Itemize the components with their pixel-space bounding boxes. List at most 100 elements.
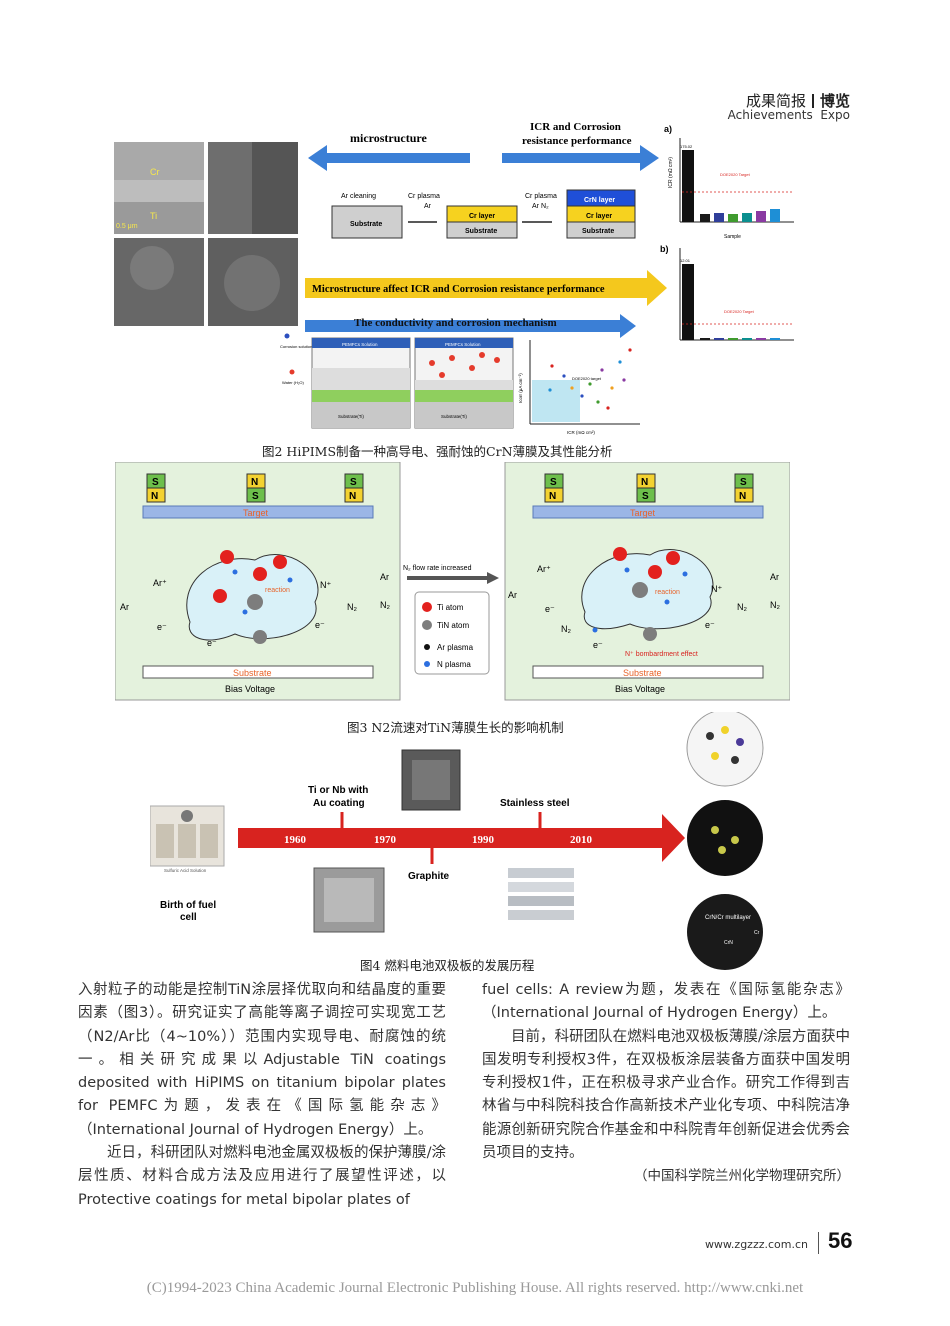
legend-n: N plasma — [437, 660, 471, 669]
legend-ar: Ar plasma — [437, 643, 474, 652]
divider — [811, 94, 814, 108]
n-plus-2: N⁺ — [711, 584, 722, 594]
n2-2: N₂ — [347, 602, 357, 612]
magnet-n-3: N — [349, 491, 356, 502]
bottom-target: DOE2020 Target — [724, 309, 755, 314]
year-1970: 1970 — [374, 834, 397, 846]
article-paragraph: 入射粒子的动能是控制TiN涂层择优取向和结晶度的重要因素（图3）。研究证实了高能… — [78, 982, 446, 1138]
label-steel: Stainless steel — [500, 798, 570, 809]
axis-sample: Sample — [724, 234, 741, 240]
label-substrate-3: Substrate — [582, 228, 614, 235]
svg-text:a): a) — [664, 124, 672, 134]
reaction-1: reaction — [265, 587, 290, 594]
icr-bar-chart: a) ICR (mΩ cm²) 175.02 DOE2020 Target Sa… — [660, 124, 794, 341]
section-title-b: 博览 — [819, 92, 850, 110]
tem-scale: 0.5 μm — [116, 223, 138, 230]
article-signature: （中国科学院兰州化学物理研究所） — [634, 1168, 850, 1185]
steel-tubes — [508, 868, 574, 920]
section-subtitle: Achievements Expo — [728, 108, 850, 122]
section-subtitle-a: Achievements — [727, 108, 813, 122]
e-4: e⁻ — [545, 604, 555, 614]
magnet-s-3: S — [350, 477, 357, 488]
label-crn: CrN — [724, 940, 733, 946]
ar-4: Ar — [770, 572, 779, 582]
axis-icr: ICR (mΩ cm²) — [668, 157, 674, 188]
copyright-notice: (C)1994-2023 China Academic Journal Elec… — [146, 1280, 804, 1296]
bombard-label: N⁺ bombardment effect — [625, 651, 698, 658]
label-cr-layer-2: Cr layer — [586, 213, 612, 220]
fig3-caption: 图3 N2流速对TiN薄膜生长的影响机制 — [347, 720, 564, 735]
magnet-n-2: N — [251, 477, 258, 488]
figure-3: S N N S S N Target reaction Ar⁺ Ar Ar N₂… — [115, 462, 790, 702]
legend-cat: Corrosion solution — [280, 344, 312, 349]
magnet-s-4: S — [550, 477, 557, 488]
substrate-label-2: Substrate — [623, 668, 662, 678]
scatter-axis: ICR (mΩ cm²) — [567, 430, 595, 435]
article-paragraph: 近日，科研团队对燃料电池金属双极板的保护薄膜/涂层性质、材料合成方法及应用进行了… — [78, 1145, 446, 1208]
tem-images: Cr Ti 0.5 μm — [114, 142, 298, 326]
label-cr: Cr — [754, 930, 760, 936]
legend-ti: Ti atom — [437, 603, 464, 612]
fig3-left-panel: S N N S S N Target reaction Ar⁺ Ar Ar N₂… — [115, 462, 401, 701]
substrate-ti-b: Substrate(Ti) — [441, 414, 467, 419]
magnet-s-2: S — [252, 491, 259, 502]
fig3-right-panel: S N N S S N Target reaction Ar⁺ Ar Ar N₂… — [504, 462, 790, 701]
fuel-cell-illustration: Sulfuric Acid Solution — [150, 805, 225, 873]
svg-text:b): b) — [660, 244, 669, 254]
n2-4: N₂ — [737, 602, 747, 612]
section-title-a: 成果简报 — [745, 92, 806, 110]
e-6: e⁻ — [705, 620, 715, 630]
solution-panels: PEMFCs Solution Substrate(Ti) PEMFCs Sol… — [280, 333, 514, 429]
label-birth2: cell — [180, 912, 197, 923]
magnet-s-1: S — [152, 477, 159, 488]
label-substrate-2: Substrate — [465, 228, 497, 235]
ar-plus-1: Ar⁺ — [153, 578, 167, 588]
substrate-label-1: Substrate — [233, 668, 272, 678]
target-label-2: Target — [630, 508, 656, 518]
title-micro: microstructure — [350, 131, 428, 145]
step-crn-gas: Ar N₂ — [532, 203, 549, 210]
section-title: 成果简报博览 — [746, 90, 850, 111]
magnet-n-4: N — [549, 491, 556, 502]
label-tinb2: Au coating — [313, 798, 365, 809]
magnet-s-5: S — [642, 491, 649, 502]
n-plus-1: N⁺ — [320, 580, 331, 590]
target-label-1: Target — [243, 508, 269, 518]
fig2-caption: 图2 HiPIMS制备一种高导电、强耐蚀的CrN薄膜及其性能分析 — [262, 444, 613, 459]
step-ar: Ar cleaning — [341, 193, 376, 200]
e-2: e⁻ — [207, 638, 217, 648]
n2-1: N₂ — [380, 600, 390, 610]
magnet-s-6: S — [740, 477, 747, 488]
label-sulfuric: Sulfuric Acid Solution — [164, 868, 207, 873]
ar-1: Ar — [120, 602, 129, 612]
label-crn-multi: CrN/Cr multilayer — [705, 915, 751, 921]
tem-label-ti: Ti — [150, 211, 157, 221]
top-target: DOE2020 Target — [720, 172, 751, 177]
legend-tin: TiN atom — [437, 621, 469, 630]
label-substrate-1: Substrate — [350, 221, 382, 228]
ar-plus-2: Ar⁺ — [537, 564, 551, 574]
step-cr: Cr plasma — [408, 193, 440, 200]
article-right-column: fuel cells: A review为题，发表在《国际氢能杂志》（Inter… — [482, 979, 850, 1189]
magnet-n-6: N — [739, 491, 746, 502]
step-crn: Cr plasma — [525, 193, 557, 200]
title-icr2: resistance performance — [522, 135, 632, 147]
section-subtitle-b: Expo — [820, 108, 850, 122]
ar-3: Ar — [508, 590, 517, 600]
article-paragraph: fuel cells: A review为题，发表在《国际氢能杂志》（Inter… — [482, 982, 850, 1022]
bottom-value: 12.01 — [680, 258, 691, 263]
figure-4: Sulfuric Acid Solution Birth of fuel cel… — [150, 712, 764, 970]
e-1: e⁻ — [157, 622, 167, 632]
fig4-caption: 图4 燃料电池双极板的发展历程 — [360, 958, 535, 973]
footer-url: www.zgzzz.com.cn — [704, 1238, 808, 1251]
year-1960: 1960 — [284, 834, 307, 846]
reaction-2: reaction — [655, 589, 680, 596]
magnet-n-1: N — [151, 491, 158, 502]
magnet-n-5: N — [641, 477, 648, 488]
scatter-plot: Icorr (μA cm⁻²) ICR (mΩ cm²) DOE2020 tar… — [518, 340, 640, 435]
label-graphite: Graphite — [408, 871, 450, 882]
flow-label: N₂ flow rate increased — [403, 565, 472, 572]
ar-2: Ar — [380, 572, 389, 582]
substrate-ti-a: Substrate(Ti) — [338, 414, 364, 419]
scatter-axis-y: Icorr (μA cm⁻²) — [518, 373, 523, 403]
